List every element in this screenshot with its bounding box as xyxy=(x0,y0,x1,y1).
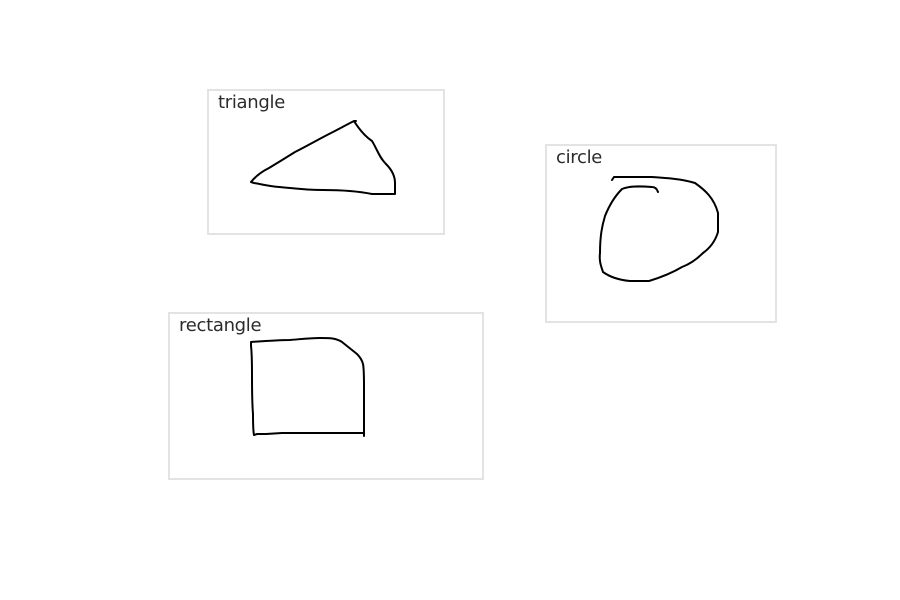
drawing-box-rectangle[interactable]: rectangle xyxy=(168,312,484,480)
shape-label-rectangle: rectangle xyxy=(179,315,262,336)
rectangle-sketch-icon xyxy=(250,337,365,437)
shape-label-triangle: triangle xyxy=(218,92,285,113)
shape-label-circle: circle xyxy=(556,147,603,168)
drawing-box-circle[interactable]: circle xyxy=(545,144,777,323)
triangle-sketch-icon xyxy=(250,120,396,195)
circle-sketch-icon xyxy=(598,176,719,282)
drawing-box-triangle[interactable]: triangle xyxy=(207,89,445,235)
